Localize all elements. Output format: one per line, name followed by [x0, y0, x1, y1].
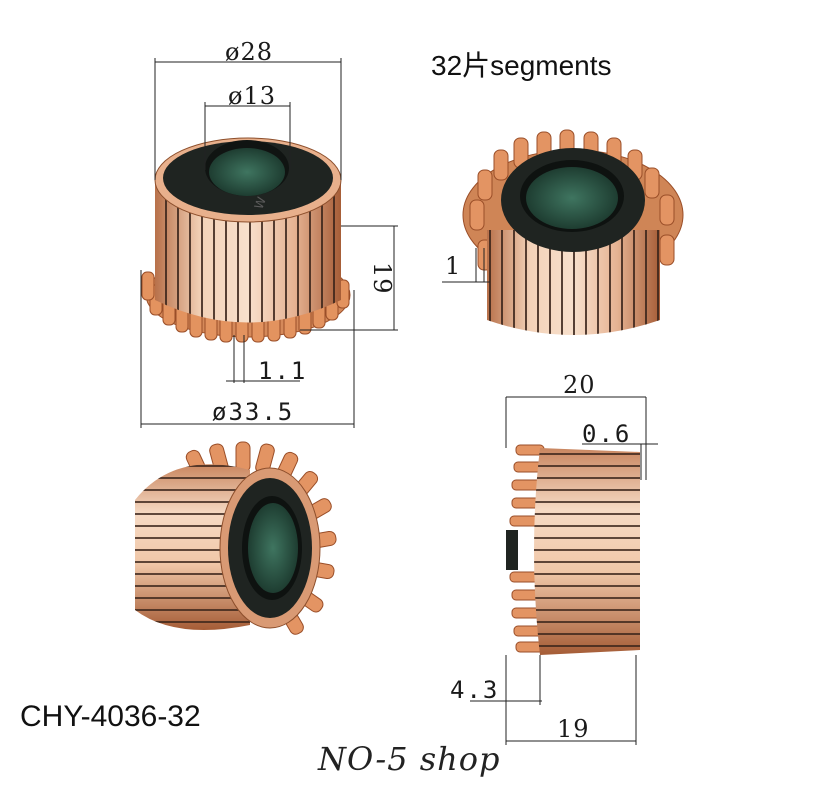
commutator-front-view: W	[141, 137, 351, 343]
slot-width-label: 1.1	[258, 357, 308, 385]
hook-length-label: 4.3	[450, 676, 500, 704]
dimension-lines	[140, 58, 658, 745]
commutator-angled-view	[462, 129, 684, 335]
shop-watermark: NO-5 shop	[318, 740, 501, 778]
commutator-rotated-view	[135, 441, 337, 635]
gap-label: 0.6	[582, 420, 632, 448]
hook-diameter-label: ø33.5	[212, 398, 295, 426]
commutator-side-view	[506, 444, 640, 655]
total-length-label: 20	[563, 371, 596, 399]
body-length-label: 19	[557, 715, 590, 743]
inner-diameter-label: ø13	[228, 82, 276, 110]
mold-mark: W	[252, 195, 269, 211]
segments-label: 32片segments	[431, 50, 612, 81]
top-slot-label: 1	[445, 252, 462, 280]
height-label: 19	[368, 262, 396, 295]
outer-diameter-label: ø28	[225, 38, 273, 66]
model-number: CHY-4036-32	[20, 700, 201, 733]
